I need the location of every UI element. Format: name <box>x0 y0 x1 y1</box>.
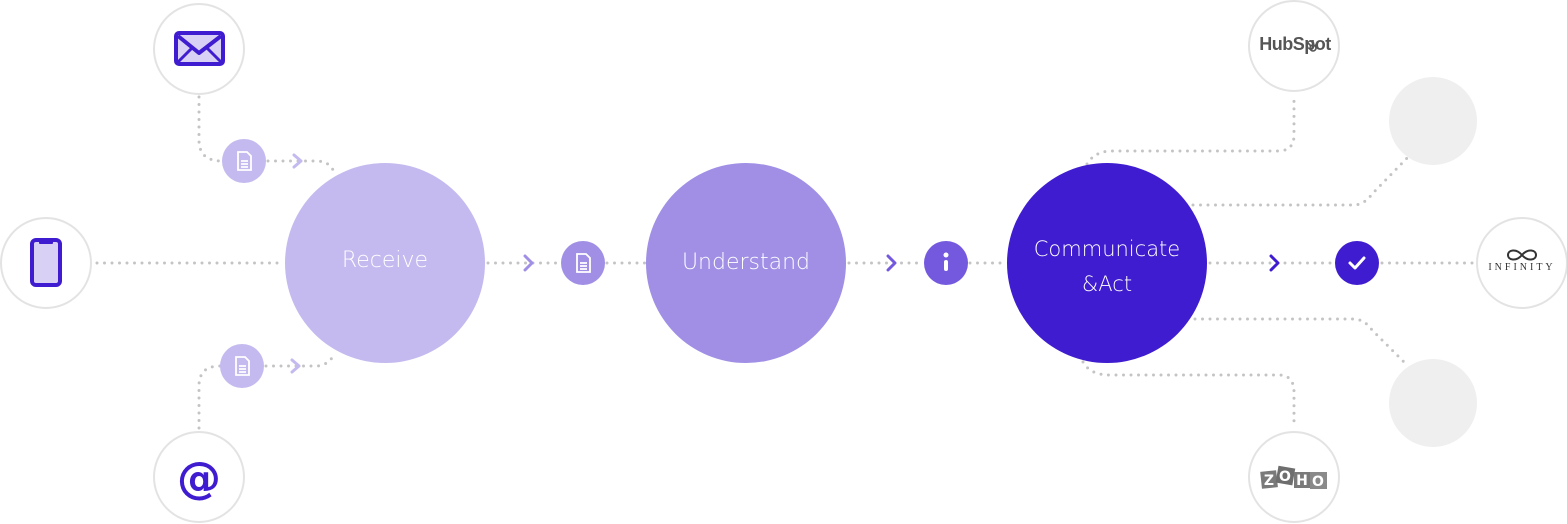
hubspot-logo: HubSpot <box>1259 34 1331 54</box>
at-sign-icon: @ <box>177 453 221 504</box>
envelope-icon <box>174 31 225 66</box>
stage-communicate-label-line1: Communicate <box>1033 237 1181 261</box>
connector-communicate-placeholder-top <box>1191 155 1410 207</box>
arrow-understand <box>886 254 897 272</box>
stage-understand[interactable] <box>646 163 846 363</box>
hubspot-sprocket-icon <box>1306 40 1319 52</box>
zoho-letter: O <box>1279 469 1291 485</box>
document-icon <box>237 151 252 171</box>
dotted-connectors <box>95 93 1480 430</box>
connector-doc-middle <box>561 241 605 285</box>
zoho-letter: O <box>1312 474 1324 490</box>
stage-communicate-label: Communicate &Act <box>1007 232 1207 302</box>
source-mobile[interactable] <box>0 217 92 309</box>
connector-doc-bottom <box>220 344 264 388</box>
zoho-letter: H <box>1296 473 1308 489</box>
destination-placeholder-top[interactable] <box>1389 77 1477 165</box>
destination-hubspot[interactable] <box>1248 0 1340 92</box>
source-email[interactable] <box>153 3 245 95</box>
checkmark-icon <box>1348 256 1366 270</box>
connector-doc-bottom-receive <box>264 352 336 368</box>
destination-placeholder-bottom[interactable] <box>1389 359 1477 447</box>
infinity-logo: INFINITY <box>1488 262 1556 273</box>
arrows <box>290 153 1280 374</box>
infinity-symbol-icon <box>1506 249 1538 261</box>
stage-communicate-label-line2: &Act <box>1081 272 1133 296</box>
destination-infinity[interactable] <box>1476 217 1567 309</box>
connector-doc-top <box>222 139 266 183</box>
arrow-bottom <box>290 358 301 374</box>
zoho-logo: Z O H O <box>1260 465 1327 490</box>
arrow-receive <box>523 254 534 272</box>
document-icon <box>576 253 591 273</box>
connector-check <box>1335 241 1379 285</box>
connector-communicate-zoho <box>1081 360 1296 430</box>
stage-receive[interactable] <box>285 163 485 363</box>
source-at-circle <box>153 431 245 523</box>
zoho-letter: Z <box>1264 473 1274 489</box>
connector-email <box>197 95 222 163</box>
connector-communicate-placeholder-bottom <box>1193 317 1410 368</box>
connector-at <box>197 364 222 430</box>
arrow-top <box>292 153 303 169</box>
smartphone-icon <box>30 238 62 287</box>
arrow-communicate <box>1269 254 1280 272</box>
destination-zoho[interactable]: Z O H O <box>1248 431 1340 523</box>
stage-understand-label: Understand <box>681 250 811 275</box>
info-icon <box>943 252 949 271</box>
connector-communicate-hubspot <box>1085 93 1296 166</box>
stage-communicate[interactable] <box>1007 163 1207 363</box>
source-at[interactable]: @ <box>153 431 245 523</box>
connector-doc-top-receive <box>266 159 336 174</box>
connector-info <box>924 241 968 285</box>
stage-receive-label: Receive <box>341 248 429 273</box>
document-icon <box>235 356 250 376</box>
